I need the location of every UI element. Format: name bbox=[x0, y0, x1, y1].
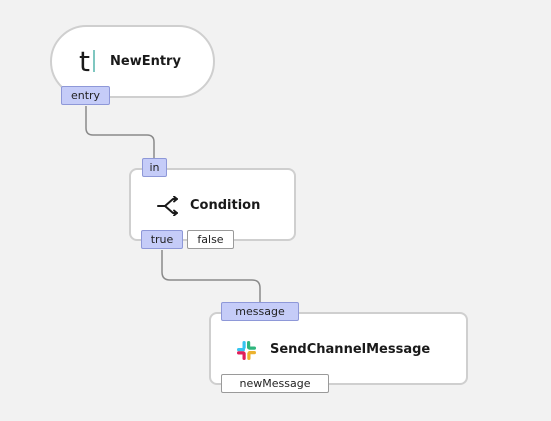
port-new-message[interactable]: newMessage bbox=[221, 374, 329, 393]
svg-text:t: t bbox=[79, 46, 90, 76]
port-in[interactable]: in bbox=[142, 158, 167, 177]
port-entry[interactable]: entry bbox=[61, 86, 110, 105]
slack-icon bbox=[237, 341, 256, 360]
node-send-channel-message-title: SendChannelMessage bbox=[270, 342, 431, 357]
branch-split-icon bbox=[157, 195, 179, 217]
port-message[interactable]: message bbox=[221, 302, 299, 321]
node-new-entry-title: NewEntry bbox=[110, 54, 181, 69]
port-true[interactable]: true bbox=[141, 230, 183, 249]
port-false[interactable]: false bbox=[187, 230, 234, 249]
node-send-channel-message[interactable]: SendChannelMessage bbox=[209, 312, 468, 385]
node-condition-title: Condition bbox=[190, 198, 261, 213]
node-new-entry[interactable]: t NewEntry bbox=[50, 25, 215, 98]
typeform-t-icon: t bbox=[78, 45, 98, 78]
edge-true-to-message bbox=[161, 250, 261, 302]
edge-entry-to-in bbox=[85, 106, 155, 158]
